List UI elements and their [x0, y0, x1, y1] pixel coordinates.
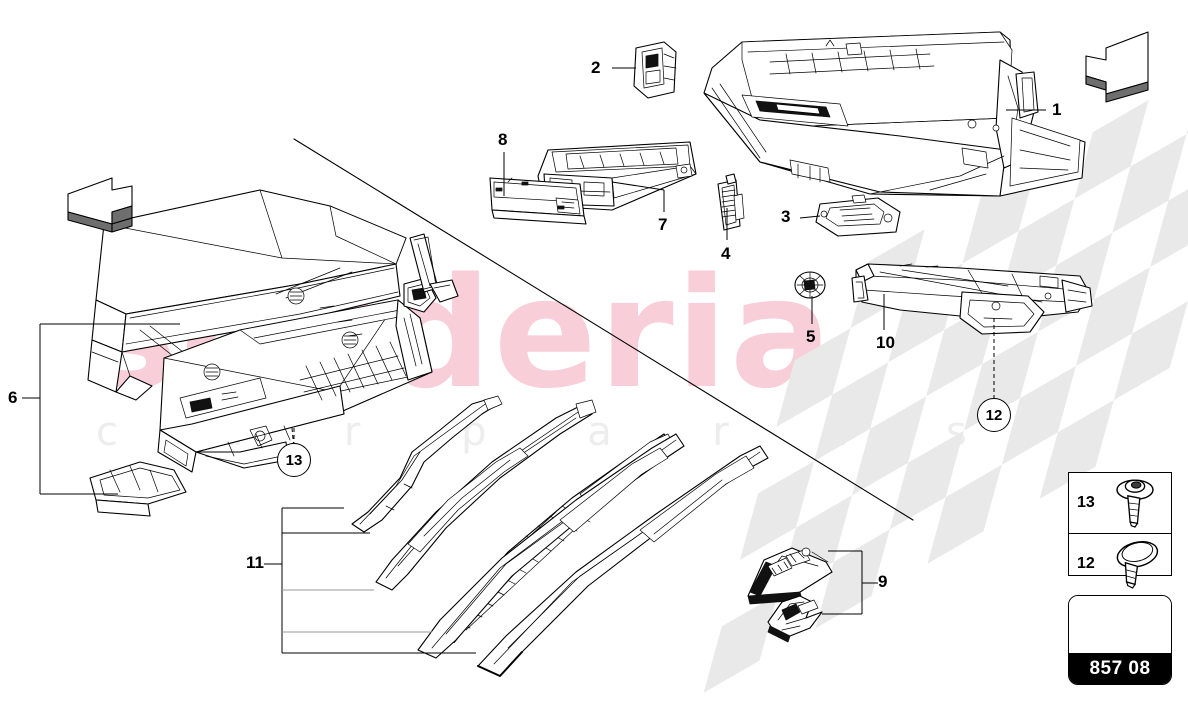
callout-3[interactable]: 3 [781, 207, 791, 226]
code-plate-number: 857 08 [1069, 653, 1171, 684]
callout-12-circle[interactable]: 12 [977, 398, 1011, 432]
fastener-legend: 13 12 [1068, 472, 1172, 589]
legend-number-13: 13 [1077, 494, 1095, 511]
part-6-insulation-pad [87, 189, 407, 401]
section-divider-line [293, 138, 914, 521]
callout-4[interactable]: 4 [721, 244, 731, 263]
callout-8[interactable]: 8 [498, 130, 508, 149]
callout-5[interactable]: 5 [806, 327, 816, 346]
callout-2[interactable]: 2 [591, 58, 601, 77]
part-9-lamp-assembly [747, 547, 833, 643]
part-11-trim-strips [351, 395, 769, 677]
part-5-washer [794, 271, 826, 299]
callout-7[interactable]: 7 [658, 215, 668, 234]
part-8-bracket [489, 177, 587, 225]
part-1-glovebox-assembly [703, 31, 1086, 197]
orientation-arrow-left [67, 177, 133, 233]
part-3-latch-plate [815, 194, 901, 237]
orientation-arrow-right [1085, 31, 1149, 103]
callout-9[interactable]: 9 [878, 572, 888, 591]
callout-11[interactable]: 11 [246, 553, 264, 572]
diagram-code-plate: 857 08 [1068, 595, 1172, 685]
callout-13-circle[interactable]: 13 [277, 443, 311, 477]
part-10-carrier-frame [851, 263, 1093, 335]
legend-row-13: 13 [1069, 473, 1171, 533]
legend-number-12: 12 [1077, 555, 1095, 572]
part-4-connector [717, 173, 745, 231]
leader-lines [22, 67, 1046, 654]
legend-row-12: 12 [1069, 533, 1171, 594]
part-6-housing [89, 233, 459, 517]
screw-icon [1116, 479, 1154, 528]
callout-6[interactable]: 6 [8, 388, 18, 407]
rivet-icon [1116, 541, 1159, 589]
callout-10[interactable]: 10 [876, 333, 895, 352]
callout-1[interactable]: 1 [1052, 100, 1062, 119]
part-2-clip [633, 41, 677, 99]
code-plate-blank [1069, 596, 1171, 653]
